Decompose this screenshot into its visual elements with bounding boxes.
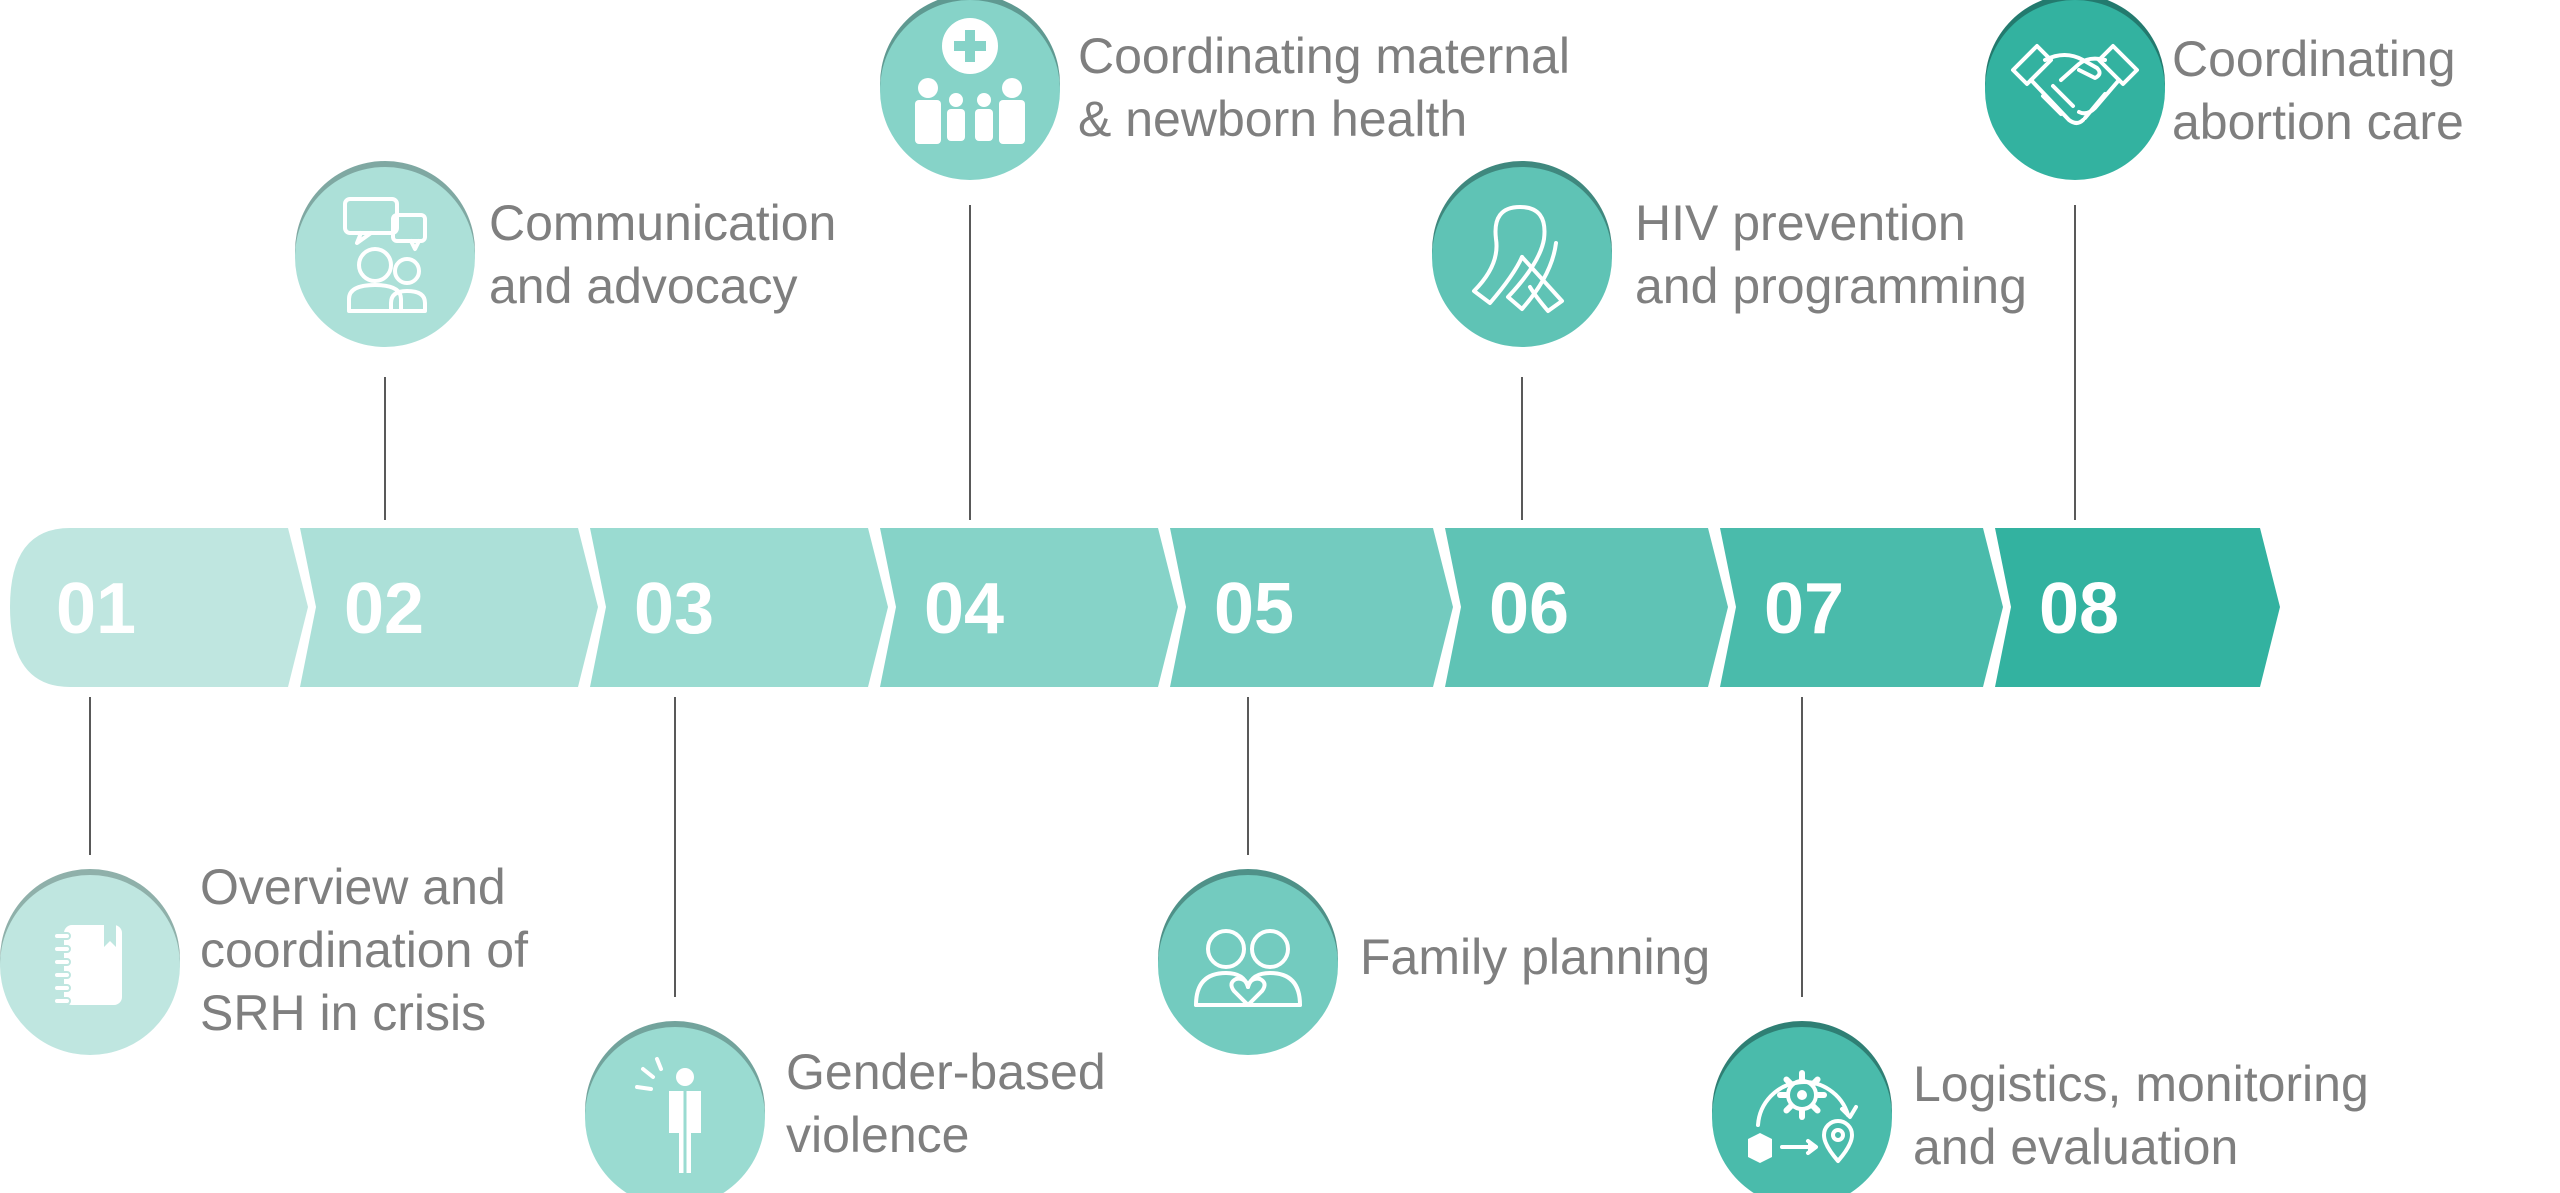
step-icon-circles	[0, 0, 2165, 1193]
label-line: Family planning	[1360, 929, 1711, 985]
step-number-04: 04	[924, 569, 1004, 649]
label-step-07: Logistics, monitoring and evaluation	[1913, 1053, 2369, 1179]
label-line: and programming	[1635, 258, 2027, 314]
step-circle-02	[295, 161, 475, 347]
step-number-07: 07	[1764, 569, 1844, 649]
label-step-02: Communication and advocacy	[489, 192, 836, 318]
awareness-ribbon-icon	[1472, 205, 1564, 313]
arrow-segment-06	[1445, 528, 1728, 687]
step-number-06: 06	[1489, 569, 1569, 649]
step-circle-08	[1985, 0, 2165, 180]
label-line: Communication	[489, 195, 837, 251]
arrow-segment-08	[1995, 528, 2280, 687]
circle-face	[295, 167, 475, 347]
timeline-arrow-band	[10, 528, 2280, 687]
label-line: and evaluation	[1913, 1119, 2239, 1175]
person-injury-icon	[635, 1057, 701, 1175]
label-line: Logistics, monitoring	[1913, 1056, 2369, 1112]
arrow-segment-03	[590, 528, 888, 687]
circle-face	[1158, 875, 1338, 1055]
couple-heart-icon	[1194, 929, 1302, 1007]
label-step-03: Gender-based violence	[786, 1041, 1106, 1167]
arrow-segment-02	[300, 528, 598, 687]
label-line: Coordinating	[2172, 31, 2456, 87]
logistics-gear-icon	[1748, 1070, 1858, 1163]
step-number-03: 03	[634, 569, 714, 649]
step-circle-07	[1712, 1021, 1892, 1193]
label-line: & newborn health	[1078, 91, 1468, 147]
family-health-icon	[915, 18, 1025, 144]
arrow-segment-04	[880, 528, 1178, 687]
notebook-icon	[53, 925, 122, 1005]
label-line: abortion care	[2172, 94, 2464, 150]
label-step-08: Coordinating abortion care	[2172, 28, 2464, 154]
step-numbers: 01 02 03 04 05 06 07 08	[56, 569, 2119, 649]
step-number-08: 08	[2039, 569, 2119, 649]
label-line: Coordinating maternal	[1078, 28, 1570, 84]
label-line: Overview and	[200, 859, 506, 915]
label-line: and advocacy	[489, 258, 798, 314]
arrow-segment-05	[1170, 528, 1453, 687]
label-line: SRH in crisis	[200, 985, 487, 1041]
step-circle-03	[585, 1021, 765, 1193]
label-line: coordination of	[200, 922, 529, 978]
circle-face	[1985, 0, 2165, 180]
step-circle-04	[880, 0, 1060, 180]
communication-people-icon	[343, 197, 427, 313]
step-circle-05	[1158, 869, 1338, 1055]
label-step-01: Overview and coordination of SRH in cris…	[200, 856, 528, 1045]
step-circle-01	[0, 869, 180, 1055]
connector-lines	[89, 205, 2076, 997]
step-number-05: 05	[1214, 569, 1294, 649]
label-step-04: Coordinating maternal & newborn health	[1078, 25, 1570, 151]
step-circle-06	[1432, 161, 1612, 347]
arrow-segment-01	[10, 528, 308, 687]
step-number-01: 01	[56, 569, 136, 649]
label-step-05: Family planning	[1360, 926, 1710, 989]
arrow-segment-07	[1720, 528, 2003, 687]
label-line: Gender-based	[786, 1044, 1106, 1100]
label-line: violence	[786, 1107, 970, 1163]
label-line: HIV prevention	[1635, 195, 1966, 251]
label-step-06: HIV prevention and programming	[1635, 192, 2027, 318]
handshake-icon	[2011, 44, 2139, 125]
step-number-02: 02	[344, 569, 424, 649]
